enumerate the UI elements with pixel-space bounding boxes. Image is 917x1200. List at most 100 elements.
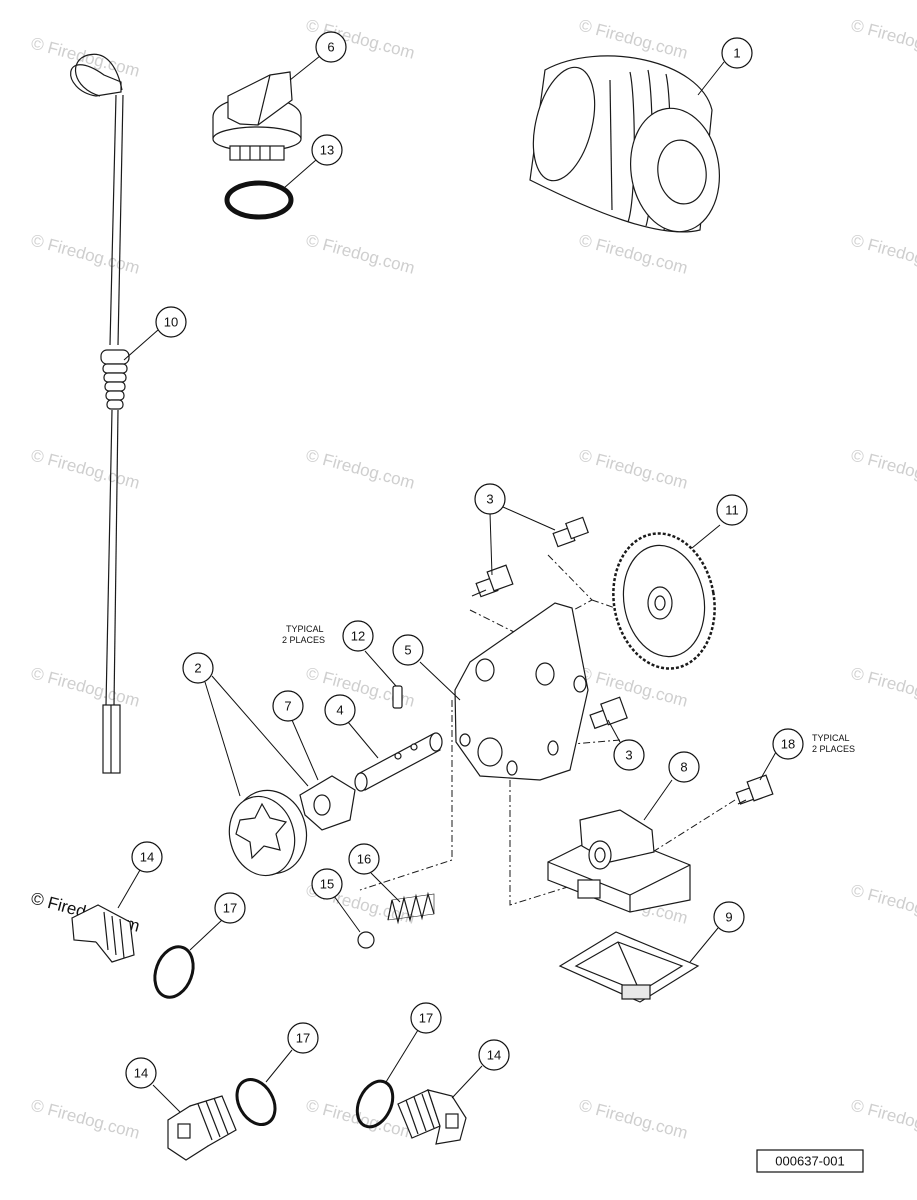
screen-gasket-part — [558, 931, 700, 1003]
watermark-11: © Firedog.com — [577, 446, 690, 493]
watermark-22: © Firedog.com — [577, 1096, 690, 1143]
svg-text:9: 9 — [725, 910, 732, 925]
spring-part — [387, 891, 435, 925]
o-ring-13-part — [224, 180, 294, 220]
check-ball-part — [357, 931, 375, 949]
oil-pump-gear-part — [612, 532, 716, 670]
callout-14-left: 14 — [131, 841, 163, 873]
typical-note-12-line1: TYPICAL — [286, 624, 324, 634]
svg-text:2: 2 — [194, 661, 201, 676]
watermark-12: © Firedog.com — [849, 446, 917, 493]
dipstick-part — [70, 53, 130, 774]
svg-text:3: 3 — [625, 748, 632, 763]
watermark-20: © Firedog.com — [29, 1096, 142, 1143]
svg-text:13: 13 — [320, 143, 334, 158]
callout-17-bottom-left: 17 — [287, 1022, 319, 1054]
bolt-3-lower-part — [589, 696, 628, 730]
svg-text:17: 17 — [296, 1031, 310, 1046]
bolt-3-upper-part — [471, 516, 589, 598]
svg-text:1: 1 — [733, 46, 740, 61]
watermark-23: © Firedog.com — [849, 1096, 917, 1143]
drain-plug-14-bottom-left-part — [167, 1095, 237, 1161]
svg-text:3: 3 — [486, 492, 493, 507]
watermark-13: © Firedog.com — [29, 664, 142, 711]
leader-12 — [364, 650, 397, 687]
watermark-4: © Firedog.com — [849, 16, 917, 63]
o-ring-17-bottom-right-part — [355, 1079, 395, 1129]
drain-plug-14-left-part — [71, 904, 135, 963]
bolt-18-part — [735, 774, 774, 805]
leader-17c — [385, 1029, 419, 1083]
leader-17b — [265, 1049, 293, 1083]
callout-11: 11 — [716, 494, 748, 526]
typical-note-18-line2: 2 PLACES — [812, 744, 855, 754]
leader-14b — [152, 1084, 181, 1113]
strainer-housing-part — [547, 809, 691, 913]
svg-text:6: 6 — [327, 40, 334, 55]
callout-8: 8 — [668, 751, 700, 783]
leader-7 — [291, 719, 319, 781]
leader-1 — [697, 61, 725, 96]
watermark-10: © Firedog.com — [304, 446, 417, 493]
watermark-8: © Firedog.com — [849, 231, 917, 278]
watermarks: © Firedog.com © Firedog.com © Firedog.co… — [29, 16, 917, 1143]
callout-13: 13 — [311, 134, 343, 166]
svg-text:14: 14 — [134, 1066, 148, 1081]
reference-number: 000637-001 — [775, 1154, 844, 1169]
callout-7: 7 — [272, 690, 304, 722]
svg-text:11: 11 — [725, 503, 739, 518]
callout-18: 18 — [772, 728, 804, 760]
drain-plug-14-bottom-right-part — [397, 1089, 467, 1145]
svg-text:16: 16 — [357, 852, 371, 867]
leader-6 — [289, 55, 321, 81]
svg-text:18: 18 — [781, 737, 795, 752]
typical-note-18-line1: TYPICAL — [812, 733, 850, 743]
leader-15 — [333, 895, 361, 933]
watermark-6: © Firedog.com — [304, 231, 417, 278]
svg-text:4: 4 — [336, 703, 343, 718]
leader-17a — [189, 919, 223, 951]
leader-13 — [283, 159, 317, 189]
callout-15: 15 — [311, 868, 343, 900]
svg-text:10: 10 — [164, 315, 178, 330]
leader-5 — [419, 661, 461, 701]
callout-16: 16 — [348, 843, 380, 875]
leader-3b — [607, 719, 621, 743]
callout-3-upper: 3 — [474, 483, 506, 515]
leader-8 — [643, 779, 673, 821]
o-ring-17-bottom-left-part — [235, 1078, 277, 1126]
leader-2a — [204, 681, 241, 797]
callout-4: 4 — [324, 694, 356, 726]
svg-text:14: 14 — [487, 1048, 501, 1063]
callout-12: 12 — [342, 620, 374, 652]
watermark-16: © Firedog.com — [849, 664, 917, 711]
watermark-9: © Firedog.com — [29, 446, 142, 493]
watermark-15: © Firedog.com — [577, 664, 690, 711]
oil-filler-cap-part — [212, 71, 302, 161]
watermark-5: © Firedog.com — [29, 231, 142, 278]
leader-11 — [691, 524, 721, 549]
leader-18 — [759, 751, 777, 781]
svg-text:17: 17 — [419, 1011, 433, 1026]
pin-12-part — [392, 685, 403, 709]
callout-3-lower: 3 — [613, 739, 645, 771]
svg-text:15: 15 — [320, 877, 334, 892]
o-ring-17-left-part — [153, 945, 195, 999]
leader-2b — [211, 675, 309, 787]
watermark-1: © Firedog.com — [29, 34, 142, 81]
inner-rotor-part — [299, 775, 356, 831]
svg-text:7: 7 — [284, 699, 291, 714]
watermark-7: © Firedog.com — [577, 231, 690, 278]
outer-rotor-part — [228, 789, 308, 877]
callout-17-bottom-right: 17 — [410, 1002, 442, 1034]
callout-1: 1 — [721, 37, 753, 69]
reference-number-box: 000637-001 — [756, 1149, 864, 1173]
callout-9: 9 — [713, 901, 745, 933]
svg-text:12: 12 — [351, 629, 365, 644]
callout-6: 6 — [315, 31, 347, 63]
callout-14-bottom-right: 14 — [478, 1039, 510, 1071]
leader-4 — [347, 721, 379, 759]
pump-body-plate-part — [454, 602, 589, 781]
callout-14-bottom-left: 14 — [125, 1057, 157, 1089]
